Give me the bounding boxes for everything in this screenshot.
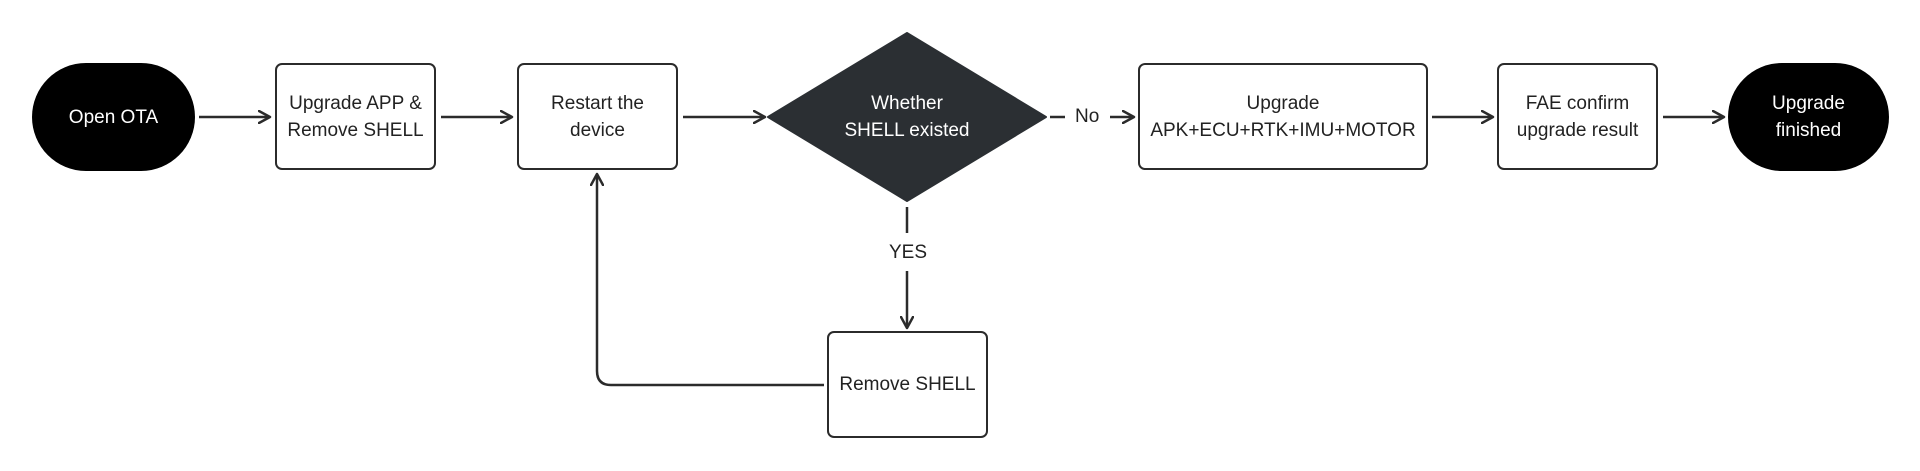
node-finished-line-1: Upgrade xyxy=(1772,93,1845,114)
node-upgrade-all-line-1: Upgrade xyxy=(1246,92,1320,114)
edge-label-yes: YES xyxy=(885,241,932,265)
edge-remove-shell-to-restart xyxy=(597,174,824,387)
node-finished-line-2: finished xyxy=(1775,120,1842,141)
node-upgrade-app-remove-shell: Upgrade APP & Remove SHELL xyxy=(275,63,436,170)
node-fae-line-1: FAE confirm xyxy=(1525,92,1630,114)
node-upgrade-app-line-1: Upgrade APP & xyxy=(289,92,422,114)
node-restart-line-2: device xyxy=(570,119,625,141)
node-decision-line-2: SHELL existed xyxy=(844,120,970,141)
node-upgrade-apk-ecu-rtk-imu-motor: Upgrade APK+ECU+RTK+IMU+MOTOR xyxy=(1138,63,1428,170)
node-fae-line-2: upgrade result xyxy=(1516,119,1639,141)
node-restart-device: Restart the device xyxy=(517,63,678,170)
node-upgrade-finished: Upgrade finished xyxy=(1728,63,1889,171)
node-decision-shell-existed: Whether SHELL existed xyxy=(808,77,1006,157)
node-upgrade-app-line-2: Remove SHELL xyxy=(287,119,424,141)
node-open-ota: Open OTA xyxy=(32,63,195,171)
node-open-ota-line-1: Open OTA xyxy=(68,106,159,128)
node-restart-line-1: Restart the xyxy=(551,92,644,114)
node-remove-shell: Remove SHELL xyxy=(827,331,988,438)
edge-label-no: No xyxy=(1071,105,1104,129)
node-fae-confirm: FAE confirm upgrade result xyxy=(1497,63,1658,170)
decision-diamond xyxy=(767,32,1047,202)
node-remove-shell-line-1: Remove SHELL xyxy=(839,374,976,395)
node-upgrade-all-line-2: APK+ECU+RTK+IMU+MOTOR xyxy=(1150,119,1416,141)
node-decision-line-1: Whether xyxy=(871,93,943,114)
